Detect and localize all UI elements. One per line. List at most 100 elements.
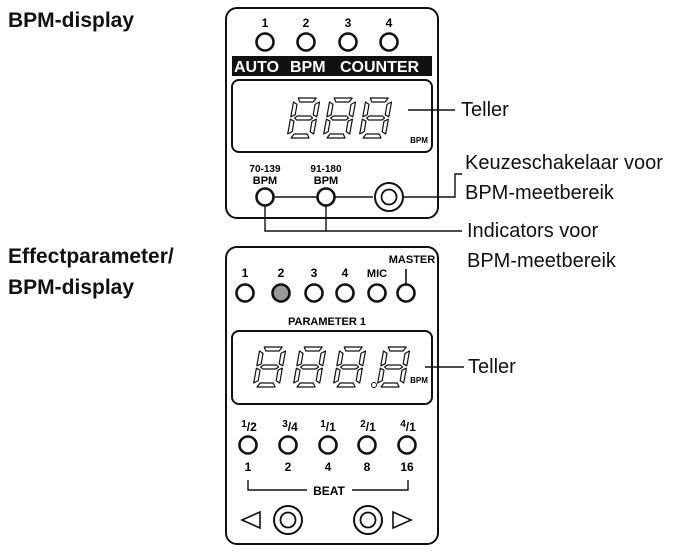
digit-segment bbox=[333, 97, 353, 103]
digit-segment bbox=[275, 367, 283, 384]
digit-segment bbox=[330, 115, 350, 121]
top-bpm-unit: BPM bbox=[410, 136, 428, 145]
digit-segment bbox=[253, 367, 261, 384]
digit-segment bbox=[296, 350, 304, 367]
digit-segment bbox=[323, 118, 331, 135]
digit-segment bbox=[362, 101, 370, 118]
top-panel-frame bbox=[225, 7, 439, 219]
parameter-label: PARAMETER 1 bbox=[288, 316, 366, 328]
digit-segment bbox=[336, 382, 356, 388]
digit-segment bbox=[358, 350, 367, 367]
leader-range-selector bbox=[403, 173, 462, 198]
banner-bpm: BPM bbox=[290, 59, 326, 76]
digit-segment bbox=[402, 350, 411, 367]
indicator-led bbox=[335, 283, 355, 303]
beat-label: BEAT bbox=[313, 484, 345, 498]
range-button-1-top-label: 70-139 bbox=[249, 164, 281, 175]
indicator-led bbox=[338, 32, 358, 52]
bottom-digits bbox=[253, 346, 411, 388]
beat-led bbox=[357, 435, 377, 455]
top-indicator-number: 2 bbox=[303, 16, 310, 30]
beat-value-labels: 1 2 4 8 16 bbox=[245, 460, 414, 474]
indicator-led bbox=[367, 283, 387, 303]
digit-segment bbox=[362, 133, 382, 139]
bottom-indicator-label: 4 bbox=[342, 266, 349, 280]
digit-segment bbox=[345, 118, 353, 135]
digit-segment bbox=[296, 382, 316, 388]
top-indicator-number: 4 bbox=[386, 16, 393, 30]
range-selector-button[interactable] bbox=[374, 182, 404, 212]
beat-value: 8 bbox=[364, 460, 371, 474]
callout-selector-line2: BPM-meetbereik bbox=[465, 182, 614, 204]
digit-segment bbox=[263, 346, 283, 352]
digit-segment bbox=[380, 350, 388, 367]
bottom-indicator-label: MIC bbox=[367, 268, 387, 280]
banner-counter: COUNTER bbox=[340, 59, 420, 76]
indicator-led bbox=[296, 32, 316, 52]
beat-fraction-labels: 1/2 3/4 1/1 2/1 4/1 bbox=[241, 419, 416, 434]
digit-segment bbox=[287, 118, 295, 135]
heading-effectparameter: Effectparameter/ bbox=[8, 245, 174, 268]
beat-led bbox=[318, 435, 338, 455]
beat-value: 16 bbox=[400, 460, 414, 474]
heading-bpm-display: BPM-display bbox=[8, 9, 135, 32]
digit-segment bbox=[315, 367, 323, 384]
callout-teller-bottom: Teller bbox=[468, 356, 516, 378]
digit-segment bbox=[312, 101, 321, 118]
beat-fraction: 1/2 bbox=[241, 419, 257, 434]
top-digits bbox=[287, 97, 393, 139]
beat-fraction: 4/1 bbox=[400, 419, 416, 434]
digit-segment bbox=[260, 364, 280, 370]
digit-segment bbox=[300, 364, 320, 370]
digit-segment bbox=[387, 346, 407, 352]
digit-segment bbox=[380, 382, 400, 388]
beat-led bbox=[238, 435, 258, 455]
top-indicator-number: 3 bbox=[345, 16, 352, 30]
digit-segment bbox=[384, 364, 404, 370]
bottom-indicator-label: MASTER bbox=[389, 254, 436, 266]
digit-segment bbox=[326, 133, 346, 139]
digit-segment bbox=[399, 367, 407, 384]
beat-fraction: 2/1 bbox=[360, 419, 376, 434]
range-button-2-top-label: 91-180 bbox=[310, 164, 342, 175]
auto-bpm-counter-banner bbox=[232, 56, 432, 76]
digit-segment bbox=[303, 346, 323, 352]
digit-segment bbox=[384, 101, 393, 118]
digit-segment bbox=[348, 101, 357, 118]
leader-range-indicators bbox=[264, 206, 327, 232]
beat-up-button[interactable] bbox=[353, 505, 383, 535]
indicator-led bbox=[235, 283, 255, 303]
top-counter-display bbox=[231, 79, 433, 153]
top-indicator-leds bbox=[255, 32, 399, 52]
digit-segment bbox=[278, 350, 287, 367]
beat-led bbox=[397, 435, 417, 455]
digit-segment bbox=[381, 118, 389, 135]
digit-segment bbox=[290, 101, 298, 118]
indicator-led bbox=[255, 32, 275, 52]
range-indicator-91-180 bbox=[316, 187, 336, 207]
indicator-led bbox=[379, 32, 399, 52]
callout-selector-line1: Keuzeschakelaar voor bbox=[465, 152, 663, 174]
beat-bracket bbox=[247, 480, 409, 491]
bottom-bpm-unit: BPM bbox=[410, 376, 428, 385]
beat-fraction: 3/4 bbox=[282, 419, 298, 434]
digit-segment bbox=[309, 118, 317, 135]
beat-value: 4 bbox=[325, 460, 332, 474]
digit-segment bbox=[359, 118, 367, 135]
indicator-led-active bbox=[271, 283, 291, 303]
bottom-indicator-label: 3 bbox=[311, 266, 318, 280]
heading-effect-bpm-display: BPM-display bbox=[8, 276, 135, 299]
callout-teller-top: Teller bbox=[461, 99, 509, 121]
range-button-1-bottom-label: BPM bbox=[253, 175, 277, 187]
digit-segment bbox=[293, 367, 301, 384]
callout-indicators-line2: BPM-meetbereik bbox=[467, 250, 616, 272]
range-button-2-bottom-label: BPM bbox=[314, 175, 338, 187]
bottom-indicator-label: 2 bbox=[278, 266, 285, 280]
beat-down-button[interactable] bbox=[273, 505, 303, 535]
bottom-panel-frame bbox=[225, 246, 439, 545]
digit-segment bbox=[326, 101, 334, 118]
digit-segment bbox=[297, 97, 317, 103]
callout-indicators-line1: Indicators voor bbox=[467, 220, 599, 242]
beat-fraction: 1/1 bbox=[320, 419, 336, 434]
